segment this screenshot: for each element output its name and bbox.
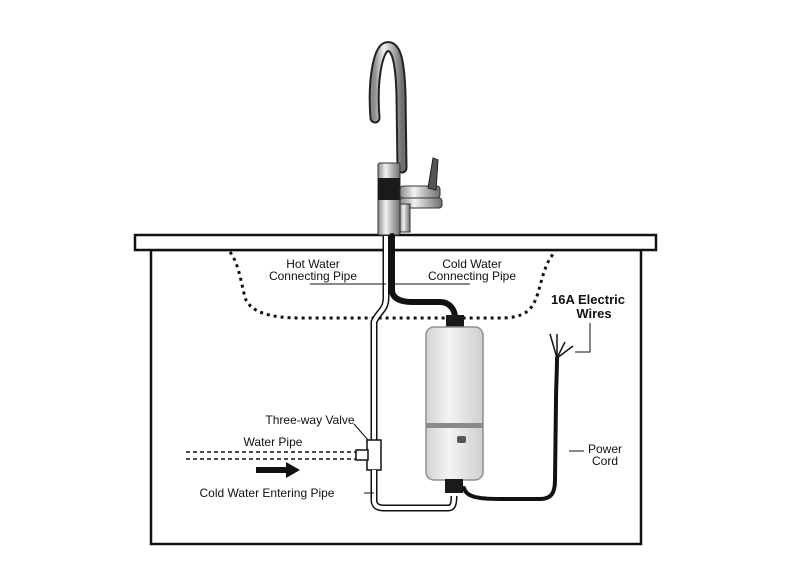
hot-water-label-line1: Hot Water [286, 257, 340, 271]
electric-wires-label-line2: Wires [576, 306, 611, 321]
cabinet [133, 233, 658, 546]
hot-water-connecting-pipe [370, 236, 390, 440]
faucet [368, 41, 443, 236]
water-pipe [186, 451, 356, 460]
power-cord [462, 356, 559, 501]
water-heater [425, 315, 484, 493]
heater-bottom-fitting [445, 479, 463, 493]
electric-wires-label-line1: 16A Electric [551, 292, 625, 307]
flow-direction-arrow [256, 462, 300, 478]
cold-water-entering-label: Cold Water Entering Pipe [200, 486, 335, 500]
cold-water-entering-pipe [370, 470, 458, 512]
three-way-valve [355, 439, 382, 471]
power-cord-label-line1: Power [588, 442, 622, 456]
heater-body [425, 326, 484, 481]
water-pipe-label: Water Pipe [244, 435, 303, 449]
three-way-valve-label: Three-way Valve [265, 413, 354, 427]
heater-band [426, 423, 483, 428]
hot-water-label-line2: Connecting Pipe [269, 269, 357, 283]
sink-basin-outline [228, 250, 557, 320]
heater-top-fitting [446, 315, 464, 329]
leader-lines [310, 283, 591, 494]
power-cord-label-line2: Cord [592, 454, 618, 468]
heater-indicator-light [457, 436, 466, 443]
countertop [133, 233, 658, 252]
electric-wires [549, 333, 574, 359]
faucet-band [378, 178, 400, 200]
cold-water-connecting-pipe [389, 233, 458, 321]
cold-water-label-line2: Connecting Pipe [428, 269, 516, 283]
cold-water-label-line1: Cold Water [442, 257, 502, 271]
faucet-lever-handle [427, 157, 439, 191]
